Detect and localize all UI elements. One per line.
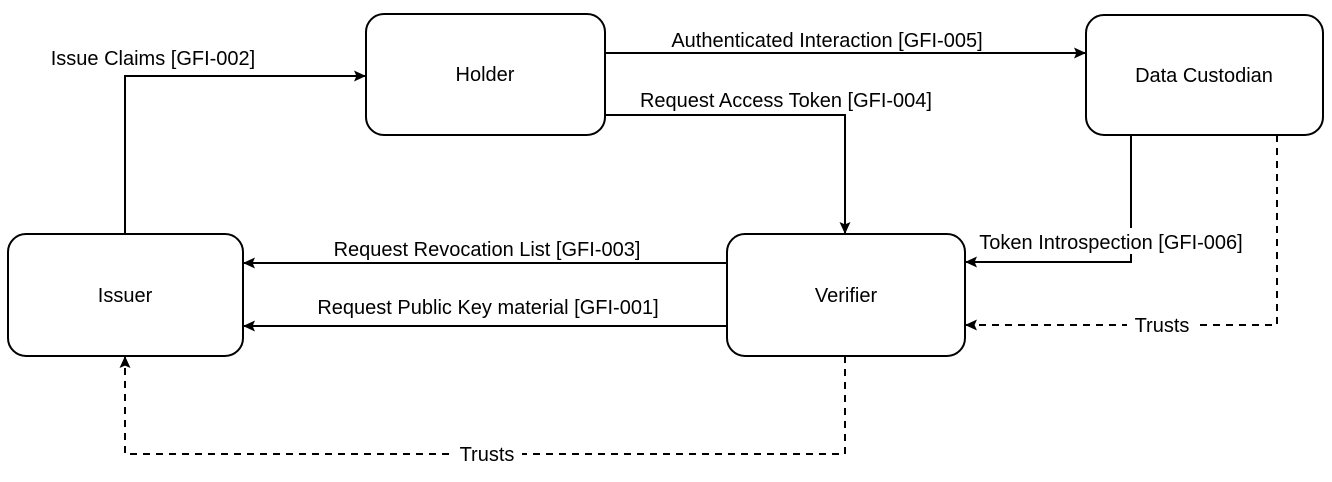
authenticated-interaction-label-bg	[650, 26, 1004, 52]
issuer-box	[7, 233, 244, 357]
holder-label: Holder	[456, 64, 515, 86]
request-revocation-list-label: Request Revocation List [GFI-003]	[334, 239, 641, 261]
trusts-verifier-issuer-label: Trusts	[460, 444, 515, 466]
edge-request-public-key-material: Request Public Key material [GFI-001]	[243, 293, 727, 332]
node-verifier: Verifier	[726, 233, 966, 357]
node-holder: Holder	[365, 13, 606, 136]
authenticated-interaction-label: Authenticated Interaction [GFI-005]	[671, 30, 982, 52]
trusts-verifier-issuer-label-bg	[452, 441, 522, 467]
request-access-token-arrow	[605, 114, 851, 234]
edge-authenticated-interaction: Authenticated Interaction [GFI-005]	[605, 26, 1086, 59]
edge-token-introspection: Token Introspection [GFI-006]	[960, 135, 1262, 268]
edge-request-access-token: Request Access Token [GFI-004]	[605, 86, 954, 234]
node-issuer: Issuer	[7, 233, 244, 357]
issue-claims-label: Issue Claims [GFI-002]	[51, 48, 256, 70]
edge-request-revocation-list: Request Revocation List [GFI-003]	[243, 235, 727, 269]
issue-claims-arrow	[124, 70, 366, 234]
trusts-custodian-verifier-label: Trusts	[1135, 315, 1190, 337]
issuer-label: Issuer	[98, 285, 153, 307]
request-revocation-list-label-bg	[313, 235, 661, 261]
token-introspection-label: Token Introspection [GFI-006]	[979, 232, 1242, 254]
trusts-custodian-verifier-label-bg	[1127, 312, 1197, 338]
issue-claims-label-bg	[48, 44, 260, 70]
edge-issue-claims: Issue Claims [GFI-002]	[48, 44, 366, 234]
token-introspection-label-bg	[960, 228, 1262, 254]
trusts-verifier-issuer-arrow	[119, 356, 846, 455]
request-public-key-material-label: Request Public Key material [GFI-001]	[317, 297, 658, 319]
holder-box	[365, 13, 606, 136]
edge-trusts-custodian-verifier: Trusts	[965, 135, 1278, 338]
request-access-token-label: Request Access Token [GFI-004]	[640, 90, 932, 112]
edge-trusts-verifier-issuer: Trusts	[119, 356, 846, 467]
token-introspection-arrow	[965, 135, 1132, 268]
data-custodian-box	[1085, 14, 1324, 136]
request-access-token-label-bg	[618, 86, 954, 112]
verifier-label: Verifier	[815, 285, 878, 307]
data-custodian-label: Data Custodian	[1135, 65, 1273, 87]
node-data-custodian: Data Custodian	[1085, 14, 1324, 136]
request-public-key-material-label-bg	[294, 293, 682, 319]
verifier-box	[726, 233, 966, 357]
